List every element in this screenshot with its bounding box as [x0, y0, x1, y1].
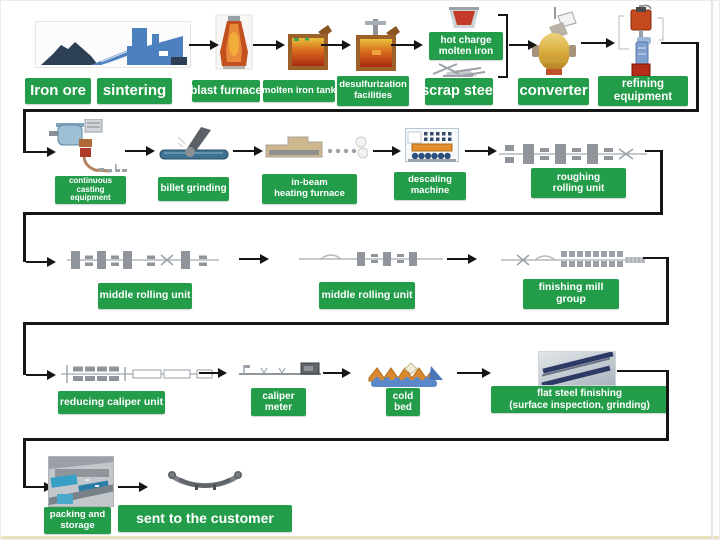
flow-connector	[643, 257, 669, 259]
label-reducing-caliper-unit: reducing caliper unit	[58, 391, 165, 414]
blast-furnace-icon	[215, 14, 253, 72]
warehouse-roof	[49, 457, 113, 469]
label-iron-ore: Iron ore	[25, 78, 91, 104]
flow-connector	[23, 438, 669, 441]
label-caliper-meter: caliper meter	[251, 388, 306, 416]
label-middle-rolling-unit-2: middle rolling unit	[319, 282, 415, 309]
flow-arrow	[509, 40, 537, 50]
flow-arrow	[323, 368, 351, 378]
flow-arrow	[26, 147, 56, 157]
flow-connector	[23, 212, 26, 262]
hot-charge-crucible-icon	[447, 5, 481, 31]
flow-arrow	[581, 38, 615, 48]
label-line: rolling unit	[552, 183, 605, 194]
label-blast-furnace: blast furnace	[190, 80, 262, 102]
label-packing-and-storage: packing and storage	[44, 507, 111, 534]
label-billet-grinding: billet grinding	[158, 177, 229, 201]
speck	[85, 479, 89, 481]
molten-iron-tank-icon	[284, 24, 332, 72]
shelf	[55, 469, 109, 477]
label-roughing-rolling-unit: roughing rolling unit	[531, 168, 626, 198]
bracket-top-tick	[498, 14, 508, 16]
flow-arrow	[26, 370, 56, 380]
flow-connector	[661, 42, 698, 44]
flow-connector	[23, 322, 26, 375]
speck	[95, 485, 99, 487]
flow-arrow	[26, 257, 56, 267]
flow-connector	[645, 150, 663, 152]
refining-equipment-icon	[617, 4, 665, 77]
billet-grinding-icon	[159, 127, 231, 161]
label-converter: converter	[518, 78, 589, 105]
flow-arrow	[189, 40, 219, 50]
flat-steel-bars-image	[538, 351, 616, 386]
label-finishing-mill-group: finishing mill group	[523, 279, 619, 309]
machine-blue	[50, 474, 78, 488]
flow-connector	[666, 257, 669, 325]
label-sent-to-the-customer: sent to the customer	[118, 505, 292, 532]
flow-connector	[23, 322, 669, 325]
label-flat-steel-finishing: flat steel finishing (surface inspection…	[491, 386, 668, 413]
flow-arrow	[321, 40, 351, 50]
flow-connector	[23, 212, 663, 215]
label-cold-bed: cold bed	[386, 388, 420, 416]
middle-rolling-unit-icon	[67, 248, 219, 272]
desulfurization-facilities-icon	[352, 19, 400, 73]
flow-arrow	[239, 254, 269, 264]
label-hot-charge-molten-iron: hot charge molten iron	[429, 32, 503, 60]
flow-arrow	[465, 146, 497, 156]
flow-connector	[23, 438, 26, 488]
label-line: (surface inspection, grinding)	[509, 399, 650, 411]
label-line: flat steel finishing	[536, 388, 622, 400]
label-molten-iron-tank: molten iron tank	[262, 80, 336, 102]
flow-arrow	[457, 368, 491, 378]
flow-arrow	[199, 368, 227, 378]
caliper-meter-icon	[239, 361, 321, 377]
label-line: roughing	[556, 171, 601, 183]
cold-bed-icon	[367, 356, 446, 388]
flow-connector	[660, 150, 663, 215]
leaf-spring-product-icon	[167, 467, 243, 494]
scrap-hot-charge-bracket	[506, 14, 508, 78]
flow-arrow	[391, 40, 423, 50]
label-sintering: sintering	[97, 78, 172, 104]
page-right-edge	[711, 1, 713, 539]
flow-arrow	[118, 482, 148, 492]
label-middle-rolling-unit-1: middle rolling unit	[98, 283, 192, 309]
converter-icon	[530, 7, 580, 77]
descaling-machine-icon	[405, 128, 459, 166]
label-desulfurization-facilities: desulfurization facilities	[337, 76, 409, 106]
label-refining-equipment: refining equipment	[598, 76, 688, 106]
label-continuous-casting-equipment: continuous casting equipment	[55, 176, 126, 204]
packing-storage-image	[48, 456, 114, 507]
roughing-rolling-unit-icon	[499, 141, 647, 167]
page-bottom-edge	[1, 536, 719, 539]
continuous-casting-equipment-icon	[49, 118, 127, 173]
label-line: in-beam	[291, 177, 328, 189]
middle-rolling-unit-icon	[299, 247, 443, 270]
flow-connector	[617, 370, 669, 372]
flow-arrow	[447, 254, 477, 264]
flow-arrow	[233, 146, 263, 156]
crate	[57, 494, 73, 504]
flow-arrow	[373, 146, 401, 156]
flow-connector	[23, 109, 699, 112]
flow-arrow	[125, 146, 155, 156]
label-in-beam-heating-furnace: in-beam heating furnace	[262, 174, 357, 204]
flow-arrow	[26, 482, 53, 492]
in-beam-heating-furnace-icon	[264, 132, 369, 160]
reducing-caliper-unit-icon	[61, 362, 213, 386]
iron-ore-sintering-plant-icon	[35, 21, 191, 69]
label-line: heating furnace	[274, 188, 345, 199]
bracket-bottom-tick	[498, 76, 508, 78]
finishing-mill-group-icon	[501, 248, 645, 272]
flow-connector	[666, 370, 669, 441]
scrap-steel-pile-icon	[429, 58, 487, 78]
label-scrap-steel: scrap steel	[421, 78, 497, 105]
flow-arrow	[253, 40, 285, 50]
label-descaling-machine: descaling machine	[394, 172, 466, 200]
flow-connector	[696, 42, 699, 111]
flow-connector	[23, 109, 26, 153]
